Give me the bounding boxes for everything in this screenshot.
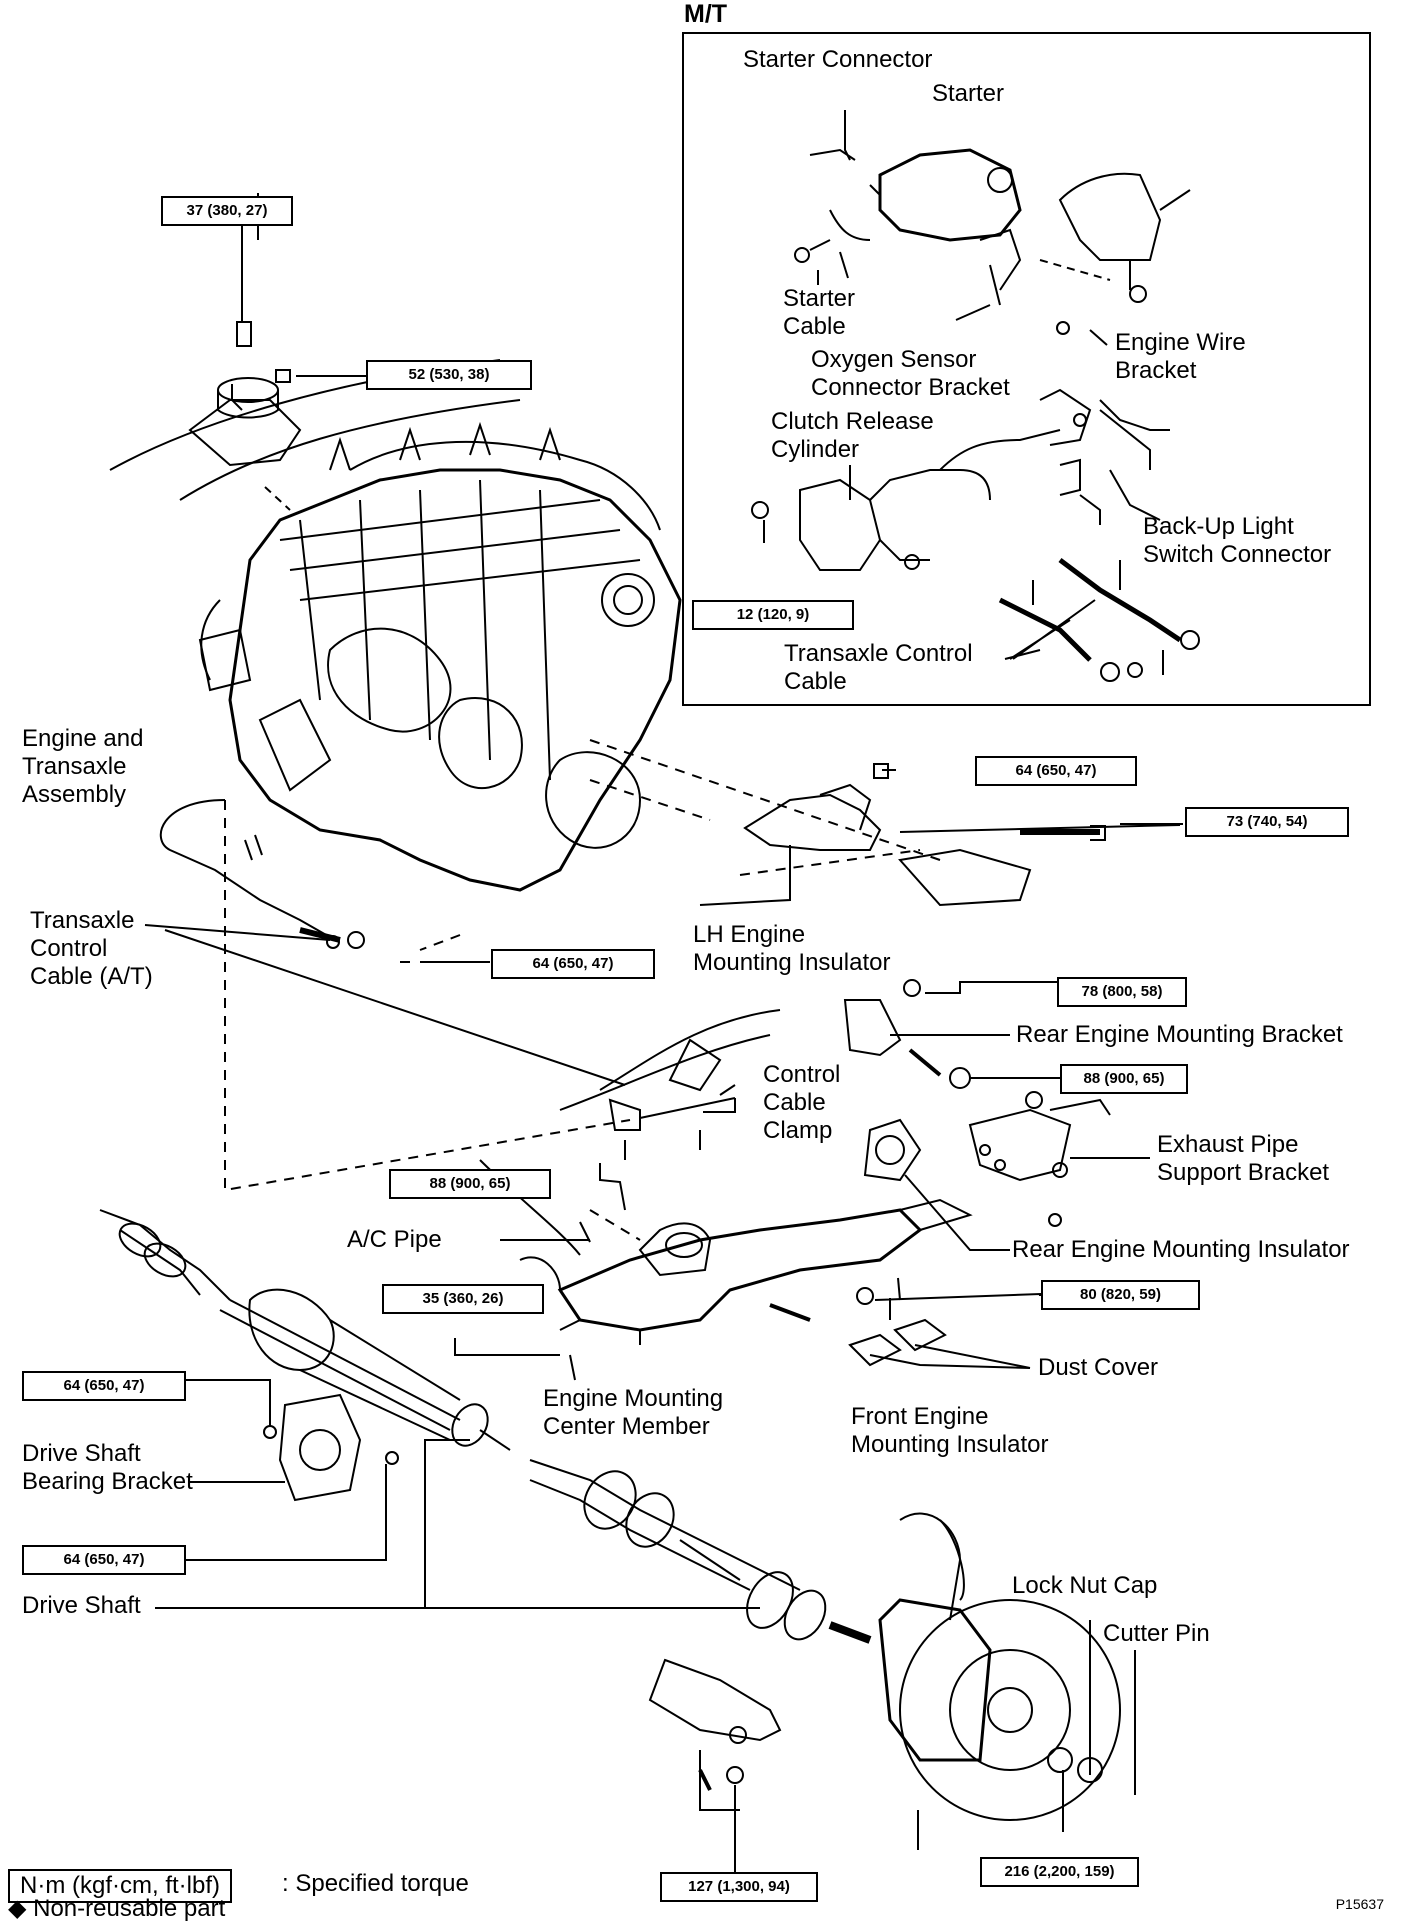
drive-shaft-right-drawing [529,1459,872,1644]
rh-mount-drawing [188,321,302,467]
torque-box: 88 (900, 65) [389,1169,551,1199]
label-exhaust-pipe-support-bracket: Exhaust Pipe Support Bracket [1157,1131,1330,1186]
center-member-drawing [519,1198,973,1345]
label-front-engine-mounting-insulator: Front Engine Mounting Insulator [851,1403,1049,1458]
label-starter: Starter [932,80,1005,107]
label-ac-pipe: A/C Pipe [347,1226,442,1253]
lh-mount-drawing [699,763,1106,907]
label-engine-wire-bracket: Engine Wire Bracket [1115,329,1246,384]
drive-shaft-left-drawing [99,1209,511,1451]
label-oxygen-sensor-bracket: Oxygen Sensor Connector Bracket [811,346,1010,401]
assembly-guide-lines [224,739,941,1241]
figure-reference-code: P15637 [1335,1896,1384,1912]
torque-box: 64 (650, 47) [22,1371,186,1401]
torque-box: 88 (900, 65) [1060,1064,1188,1094]
rear-insulator-drawing [863,1118,1010,1251]
mt-inset-frame [682,32,1371,706]
exhaust-bracket-drawing [968,1091,1150,1227]
label-clutch-release-cylinder: Clutch Release Cylinder [771,408,934,463]
torque-box: 216 (2,200, 159) [980,1857,1139,1887]
engine-assembly-drawing [198,421,682,892]
label-control-cable-clamp: Control Cable Clamp [763,1061,841,1144]
label-rear-engine-mounting-insulator: Rear Engine Mounting Insulator [1012,1236,1350,1263]
dust-cover-drawing [769,1277,1041,1369]
label-lh-engine-mounting-insulator: LH Engine Mounting Insulator [693,921,891,976]
label-transaxle-control-cable: Transaxle Control Cable [784,640,973,695]
torque-clutch: 12 (120, 9) [692,600,854,630]
torque-box: 73 (740, 54) [1185,807,1349,837]
rear-bracket-drawing [843,979,1060,1089]
bearing-bracket-drawing [185,1379,399,1561]
torque-box: 64 (650, 47) [975,756,1137,786]
torque-box: 52 (530, 38) [366,360,532,390]
mt-inset-drawing [751,110,1200,682]
torque-box: 127 (1,300, 94) [660,1872,818,1902]
label-rear-engine-mounting-bracket: Rear Engine Mounting Bracket [1016,1021,1343,1048]
legend-unit-description: : Specified torque [282,1870,469,1897]
label-engine-mounting-center-member: Engine Mounting Center Member [543,1385,724,1440]
legend-unit-box: N·m (kgf·cm, ft·lbf) [8,1869,232,1903]
torque-box: 78 (800, 58) [1057,977,1187,1007]
control-cable-clamp-drawing [559,1009,781,1160]
torque-box: 37 (380, 27) [161,196,293,226]
torque-box: 80 (820, 59) [1041,1280,1200,1310]
label-drive-shaft-bearing-bracket: Drive Shaft Bearing Bracket [22,1440,193,1495]
torque-box: 64 (650, 47) [491,949,655,979]
label-drive-shaft: Drive Shaft [22,1592,141,1619]
label-starter-connector: Starter Connector [743,46,933,73]
at-cable-drawing [159,799,365,949]
label-starter-cable: Starter Cable [783,285,856,340]
label-dust-cover: Dust Cover [1038,1354,1159,1381]
torque-box: 35 (360, 26) [382,1284,544,1314]
label-transaxle-control-cable-at: Transaxle Control Cable (A/T) [30,907,153,990]
mt-inset-title: M/T [684,0,728,28]
torque-box: 64 (650, 47) [22,1545,186,1575]
label-lock-nut-cap: Lock Nut Cap [1012,1572,1158,1599]
hub-knuckle-drawing [878,1512,1121,1850]
lower-arm-drawing [648,1658,782,1880]
label-cutter-pin: Cutter Pin [1103,1620,1210,1647]
legend-nonreusable: ◆ Non-reusable part [8,1895,226,1922]
label-engine-transaxle-assembly: Engine and Transaxle Assembly [22,725,144,808]
label-backup-light-connector: Back-Up Light Switch Connector [1143,513,1332,568]
